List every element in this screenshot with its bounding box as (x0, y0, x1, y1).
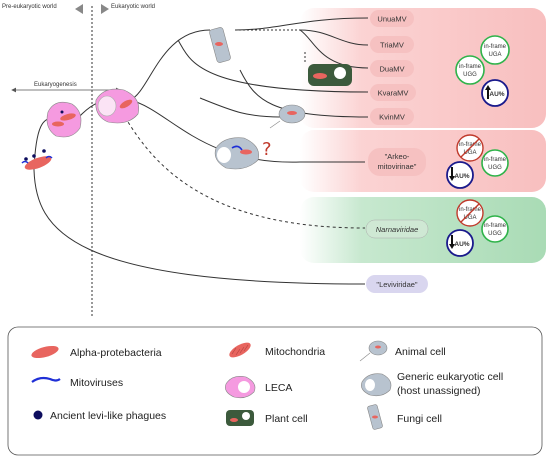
legend-plant-cell: Plant cell (226, 410, 308, 426)
leaf-label: UnuaMV (377, 15, 406, 24)
svg-text:UGG: UGG (463, 72, 477, 78)
svg-text:in-frame: in-frame (459, 207, 482, 213)
eukaryotic-world-label: Eukaryotic world (111, 4, 155, 10)
svg-text:Fungi cell: Fungi cell (397, 413, 442, 425)
svg-text:UGG: UGG (488, 165, 502, 171)
arrow-up-icon (485, 85, 491, 99)
svg-text:UGA: UGA (463, 150, 476, 156)
leaf-label: TriaMV (380, 41, 404, 50)
leaf-box (370, 36, 414, 53)
mitovirus-icon (31, 376, 61, 383)
feature-ugg-arkeo: in-frame UGG (481, 149, 509, 177)
mitochondria-icon (229, 342, 251, 358)
leaf-leviviridae: "Leviviridae" (366, 275, 428, 293)
svg-text:AU%: AU% (454, 173, 469, 180)
root-alpha-proteobacteria-icon (21, 149, 53, 170)
leaf-box (368, 148, 426, 176)
svg-text:UGA: UGA (488, 52, 501, 58)
cross-line (460, 203, 480, 223)
leaf-box (366, 275, 428, 293)
svg-text:(host unassigned): (host unassigned) (397, 385, 480, 397)
eukaryogenesis-label: Eukaryogenesis (34, 82, 77, 88)
svg-text:Mitochondria: Mitochondria (265, 346, 325, 358)
right-arrow-icon (101, 4, 109, 14)
legend-leca: LECA (225, 376, 292, 399)
cross-line (460, 138, 480, 158)
legend-fungi-cell: Fungi cell (367, 404, 442, 430)
leaf-triamv: TriaMV (370, 36, 414, 53)
leaf-kvaramv: KvaraMV (370, 84, 416, 101)
svg-text:UGA: UGA (463, 215, 476, 221)
feature-ugg-narna: in-frame UGG (481, 215, 509, 243)
arrow-down-icon (449, 167, 455, 181)
plant-cell-legend-icon (226, 410, 254, 426)
feature-au-low-narna: AU% (446, 229, 474, 257)
svg-text:UGG: UGG (488, 231, 502, 237)
leaf-unuamv: UnuaMV (370, 10, 414, 27)
question-mark: ? (262, 139, 272, 160)
fungi-cell-icon (209, 27, 231, 63)
leaf-box (370, 84, 416, 101)
leaf-duamv: DuaMV (370, 60, 414, 77)
legend-animal-cell: Animal cell (359, 340, 446, 362)
leaf-label: "Leviviridae" (376, 280, 418, 289)
pre-eukaryotic-world-label: Pre-eukaryotic world (2, 4, 57, 10)
legend-generic-cell: Generic eukaryotic cell (host unassigned… (361, 371, 503, 397)
legend-box (7, 326, 543, 456)
leaf-box (370, 60, 414, 77)
svg-text:in-frame: in-frame (459, 64, 482, 70)
svg-text:Animal cell: Animal cell (395, 346, 446, 358)
feature-au-low-arkeo: AU% (446, 161, 474, 189)
generic-eukaryotic-cell-icon (214, 137, 259, 170)
phage-icon (33, 410, 43, 420)
svg-text:in-frame: in-frame (484, 44, 507, 50)
leaf-box (370, 108, 414, 125)
legend-mitoviruses: Mitoviruses (31, 376, 61, 383)
svg-text:Alpha-protebacteria: Alpha-protebacteria (70, 347, 162, 359)
svg-text:in-frame: in-frame (459, 142, 482, 148)
leaf-narnaviridae: Narnaviridae (365, 219, 429, 239)
animal-cell-icon (269, 104, 306, 129)
legend-phagues: Ancient levi-like phagues (33, 410, 166, 422)
feature-inframe-uga-top: in-frame UGA (480, 35, 510, 65)
arrow-down-icon (449, 235, 455, 249)
leaf-box (365, 219, 429, 239)
feature-au-high: AU% (481, 79, 509, 107)
svg-text:in-frame: in-frame (484, 223, 507, 229)
leaf-arkeomitovirinae: "Arkeo- mitovirinae" (368, 148, 426, 176)
alpha-proteobacteria-icon (31, 345, 59, 359)
leaf-box (370, 10, 414, 27)
plant-cell-icon (308, 64, 352, 86)
leaf-label: DuaMV (379, 65, 404, 74)
feature-inframe-ugg-top: in-frame UGG (455, 55, 485, 85)
leaf-label: "Arkeo- (385, 152, 410, 161)
leaf-label: KvaraMV (378, 89, 409, 98)
leca-cell-icon (95, 88, 139, 124)
svg-text:Generic eukaryotic cell: Generic eukaryotic cell (397, 371, 503, 383)
svg-text:in-frame: in-frame (484, 157, 507, 163)
early-leca-cell-icon (46, 101, 82, 138)
svg-text:AU%: AU% (454, 241, 469, 248)
svg-text:LECA: LECA (265, 382, 292, 394)
legend-mitochondria: Mitochondria (229, 342, 325, 358)
legend-alpha-proteobacteria: Alpha-protebacteria (31, 345, 162, 359)
leaf-label: Narnaviridae (376, 225, 419, 234)
mitoviruses-label: Mitoviruses (70, 377, 123, 389)
tree-branches (33, 17, 369, 285)
svg-text:Plant cell: Plant cell (265, 413, 308, 425)
feature-uga-absent-narna: in-frame UGA (456, 199, 484, 227)
leaf-label-line2: mitovirinae" (378, 162, 417, 171)
feature-uga-absent-arkeo: in-frame UGA (456, 134, 484, 162)
left-arrow-icon (75, 4, 83, 14)
svg-text:AU%: AU% (489, 91, 504, 98)
leaf-kvinmv: KvinMV (370, 108, 414, 125)
svg-text:Ancient levi-like phagues: Ancient levi-like phagues (50, 410, 166, 422)
leaf-label: KvinMV (379, 113, 405, 122)
